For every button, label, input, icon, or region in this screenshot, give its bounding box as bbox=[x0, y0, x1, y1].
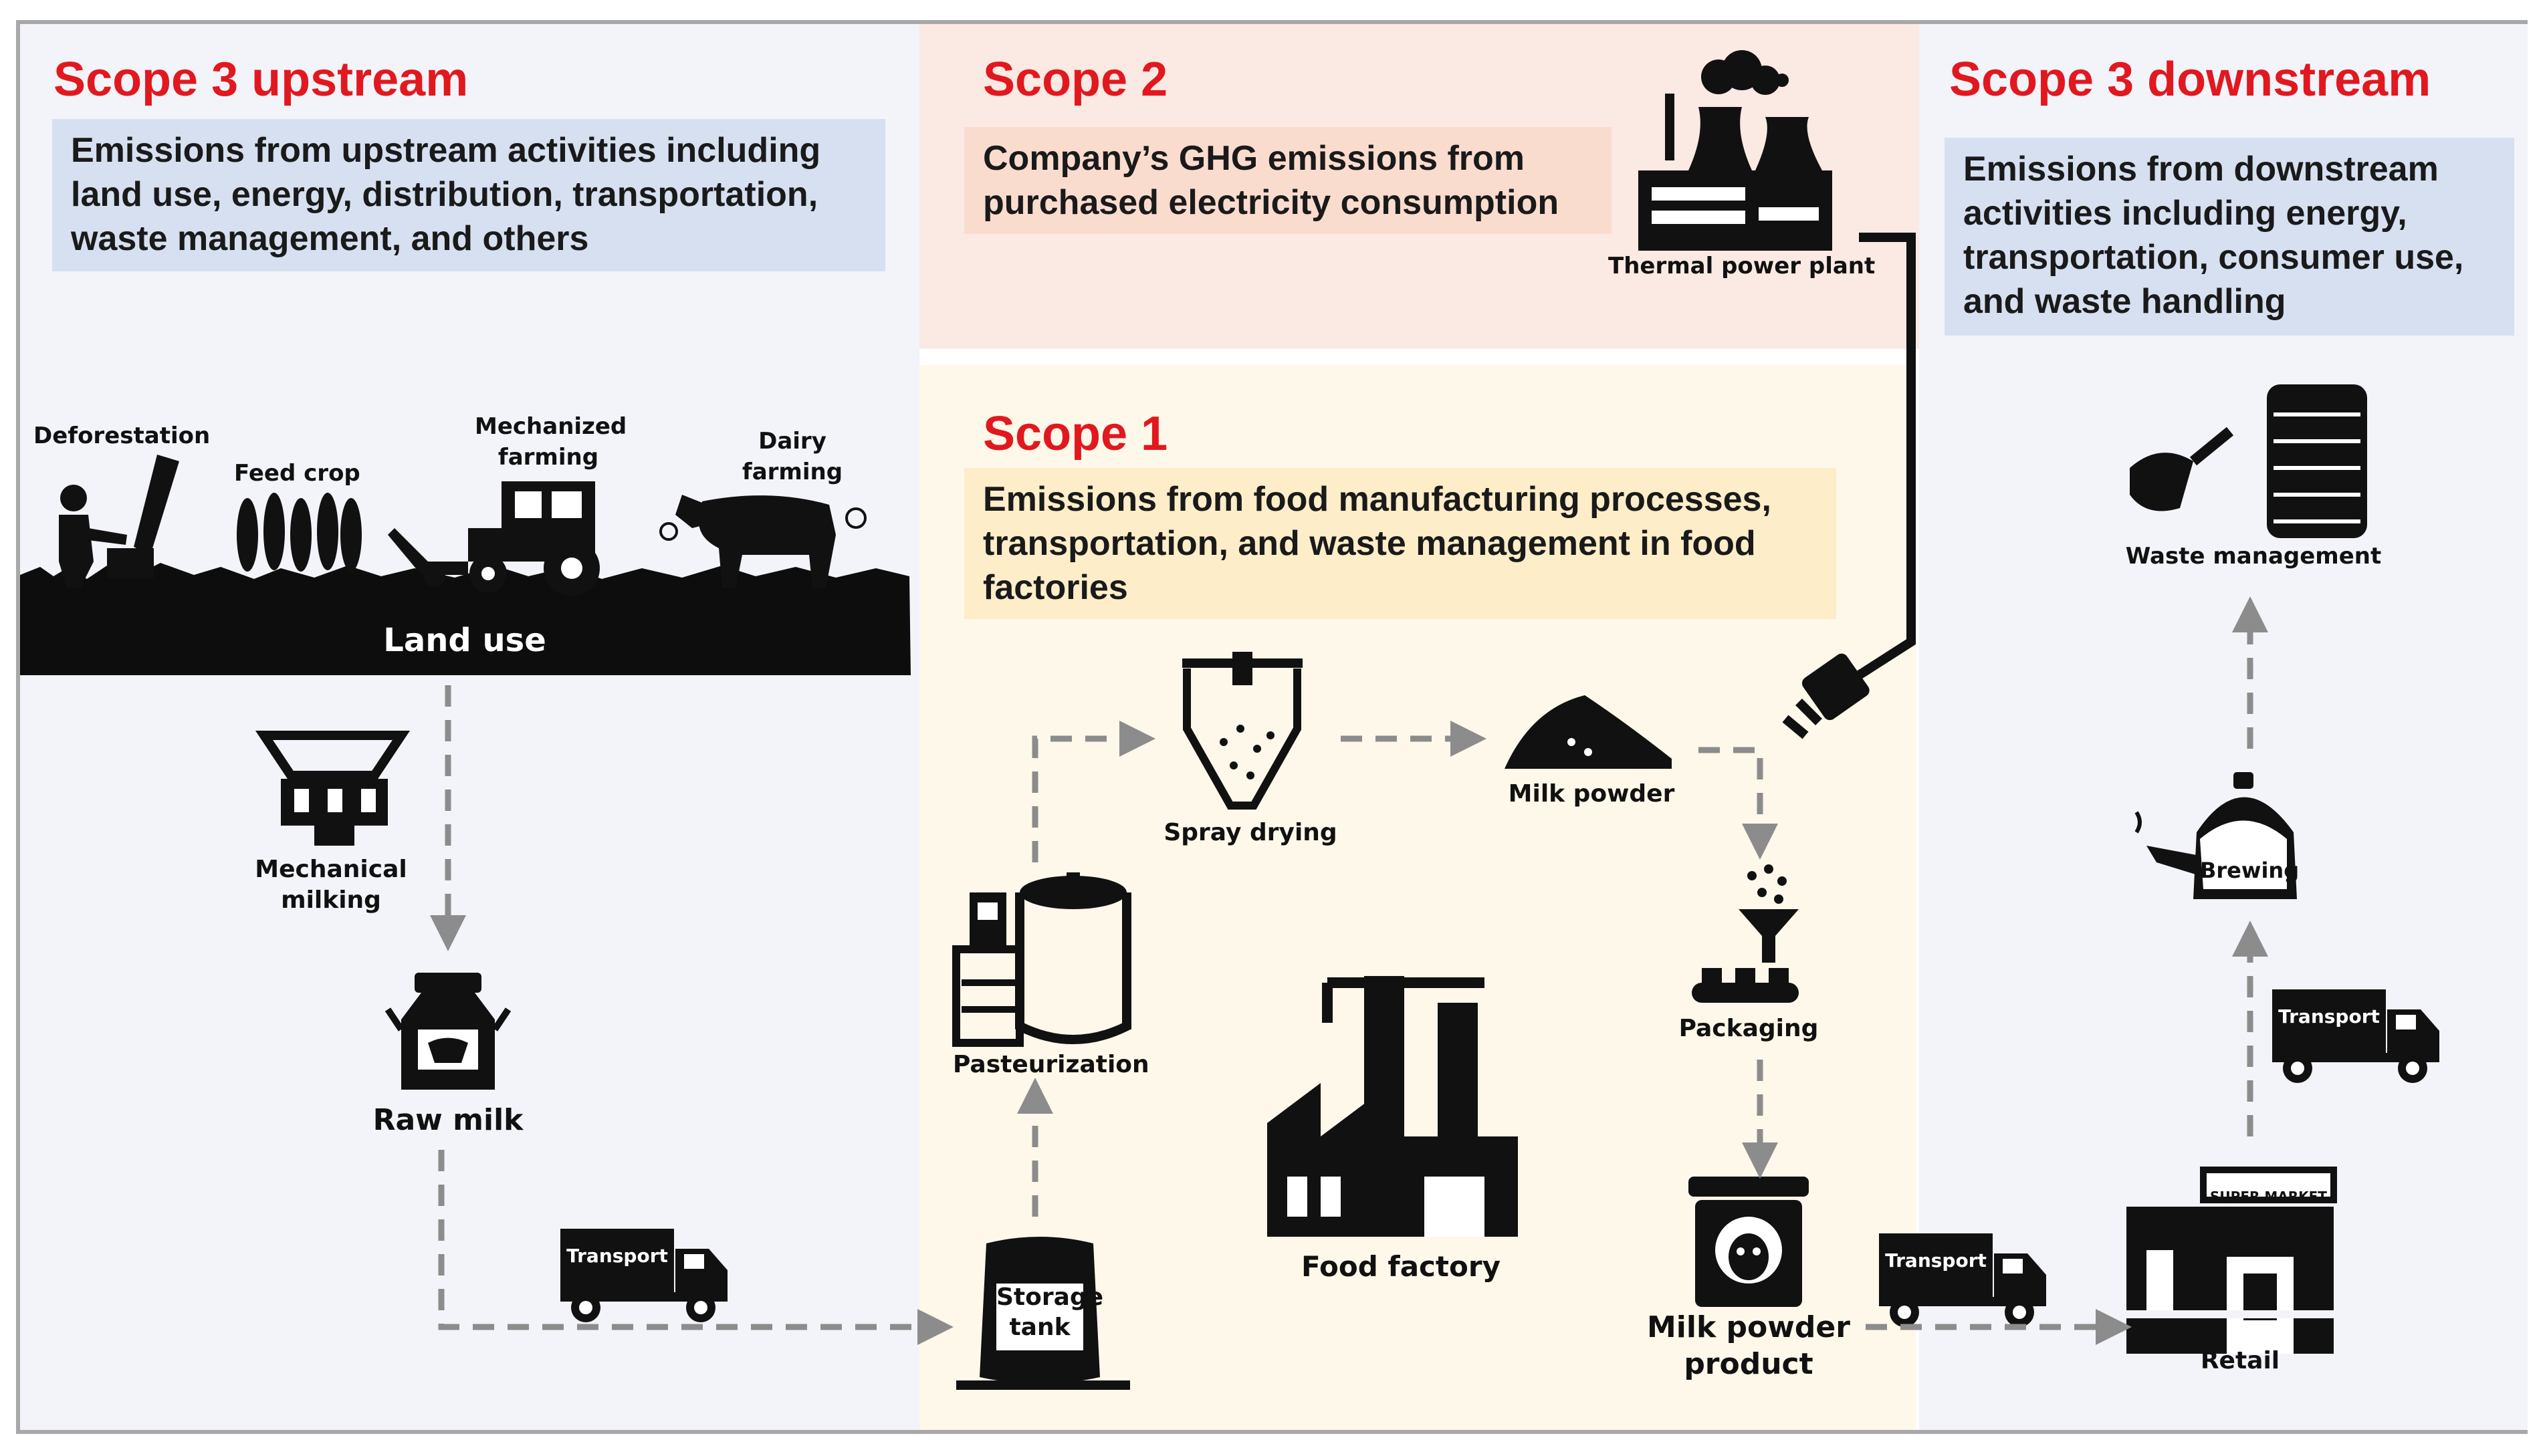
mechanized-farming-label-1: Mechanized bbox=[475, 413, 627, 440]
land-use-band bbox=[20, 563, 911, 675]
thermal-power-plant-icon bbox=[1638, 50, 1832, 251]
dairy-farming-label-2: farming bbox=[742, 459, 843, 485]
milk-powder-product-label-1: Milk powder bbox=[1647, 1310, 1850, 1344]
downstream-description: Emissions from downstream activities inc… bbox=[1945, 138, 2514, 336]
kettle-icon bbox=[2134, 772, 2297, 899]
thermal-power-plant-label: Thermal power plant bbox=[1608, 253, 1876, 279]
mechanical-milking-icon bbox=[255, 731, 411, 846]
downstream-title: Scope 3 downstream bbox=[1949, 53, 2431, 106]
upstream-title: Scope 3 upstream bbox=[53, 53, 469, 106]
deforestation-icon bbox=[59, 455, 179, 588]
cow-icon bbox=[659, 495, 867, 588]
mechanical-milking-label-1: Mechanical bbox=[255, 856, 407, 883]
waste-management-icon bbox=[2130, 384, 2367, 538]
milk-powder-product-icon bbox=[1688, 1177, 1809, 1307]
scope2-title: Scope 2 bbox=[983, 53, 1168, 106]
retail-icon bbox=[2120, 1167, 2340, 1354]
truck-label-retail: Transport bbox=[1885, 1249, 1987, 1271]
tractor-icon bbox=[388, 481, 600, 596]
storage-tank-icon bbox=[956, 1237, 1130, 1390]
food-factory-icon bbox=[1267, 976, 1518, 1237]
milk-powder-label: Milk powder bbox=[1508, 780, 1675, 808]
raw-milk-label: Raw milk bbox=[372, 1103, 524, 1137]
brewing-label: Brewing bbox=[2200, 858, 2300, 883]
truck-icon-downstream bbox=[2272, 989, 2439, 1083]
feed-crop-label: Feed crop bbox=[234, 460, 360, 487]
deforestation-label: Deforestation bbox=[33, 422, 211, 449]
land-use-label: Land use bbox=[383, 622, 546, 659]
milk-can-icon bbox=[384, 973, 512, 1090]
spray-drying-icon bbox=[1182, 652, 1303, 810]
packaging-label: Packaging bbox=[1678, 1015, 1819, 1042]
food-factory-label: Food factory bbox=[1301, 1250, 1501, 1283]
truck-label-downstream: Transport bbox=[2278, 1005, 2380, 1027]
milk-powder-icon bbox=[1505, 695, 1672, 769]
waste-management-label: Waste management bbox=[2125, 543, 2382, 570]
retail-label: Retail bbox=[2200, 1347, 2280, 1374]
milk-powder-product-label-2: product bbox=[1684, 1347, 1813, 1381]
truck-icon-upstream bbox=[560, 1229, 728, 1322]
feed-crop-icon bbox=[237, 493, 362, 572]
truck-label-upstream: Transport bbox=[566, 1245, 668, 1267]
mechanical-milking-label-2: milking bbox=[281, 886, 381, 914]
scope2-description: Company’s GHG emissions from purchased e… bbox=[964, 127, 1612, 234]
mechanized-farming-label-2: farming bbox=[497, 444, 599, 471]
upstream-description: Emissions from upstream activities inclu… bbox=[52, 119, 885, 271]
storage-tank-label-2: tank bbox=[1009, 1314, 1071, 1341]
power-cable bbox=[1782, 233, 1916, 739]
panel-gap bbox=[919, 349, 1929, 365]
super-market-sign: SUPER MARKET bbox=[2210, 1189, 2327, 1205]
scope1-title: Scope 1 bbox=[983, 407, 1168, 461]
storage-tank-label-1: Storage bbox=[996, 1284, 1104, 1311]
spray-drying-label: Spray drying bbox=[1164, 819, 1337, 846]
scope1-description: Emissions from food manufacturing proces… bbox=[964, 468, 1836, 619]
pasteurization-icon bbox=[952, 872, 1131, 1047]
flow-arrows bbox=[430, 596, 2268, 1345]
truck-icon-retail bbox=[1879, 1233, 2046, 1327]
dairy-farming-label-1: Dairy bbox=[758, 428, 826, 455]
packaging-icon bbox=[1692, 864, 1799, 1003]
pasteurization-label: Pasteurization bbox=[953, 1051, 1149, 1078]
